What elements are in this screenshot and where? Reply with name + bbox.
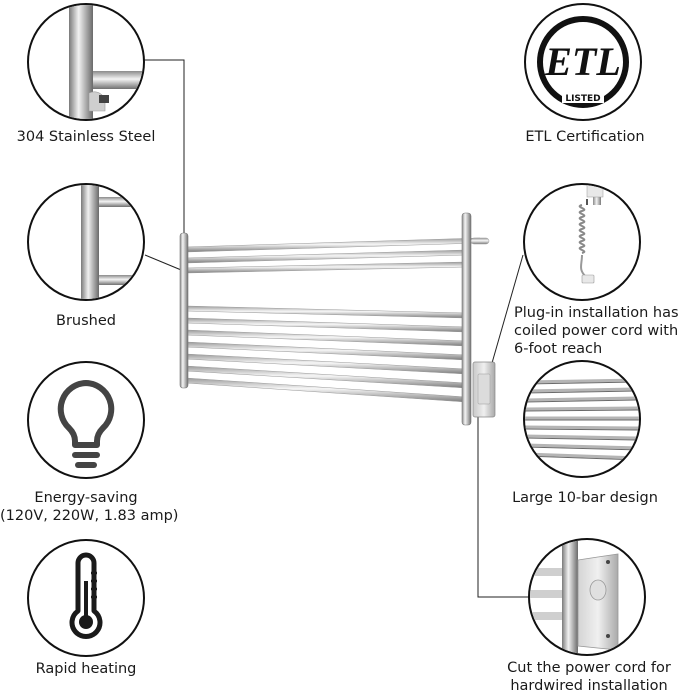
junction-box-plate [477, 373, 491, 405]
ten-bar-label: Large 10-bar design [512, 490, 658, 506]
brushed-circle [27, 183, 145, 301]
bar-3 [185, 261, 467, 274]
brushed-label: Brushed [56, 313, 116, 329]
lightbulb-icon [57, 380, 115, 468]
plugin-label-line1: Plug-in installation has [514, 305, 679, 321]
etl-logo-subtext: LISTED [565, 94, 600, 104]
plugin-circle [523, 183, 641, 301]
energy-saving-circle [27, 361, 145, 479]
energy-saving-label: Energy-saving (120V, 220W, 1.83 amp) [0, 489, 179, 525]
bar-4 [185, 305, 467, 319]
bar-2 [185, 249, 467, 264]
plugin-label: Plug-in installation has coiled power co… [514, 304, 679, 358]
energy-saving-label-line1: Energy-saving [34, 490, 138, 506]
thermometer-icon [69, 552, 103, 639]
energy-saving-label-line2: (120V, 220W, 1.83 amp) [0, 508, 179, 524]
bar-5 [185, 317, 467, 333]
plugin-label-line3: 6-foot reach [514, 341, 603, 357]
horizontal-bars [185, 237, 481, 403]
bar-1 [185, 237, 481, 253]
etl-circle: ETL LISTED [524, 3, 642, 121]
left-upright [179, 232, 189, 389]
etl-label: ETL Certification [525, 129, 645, 145]
coiled-cord-icon [578, 185, 604, 284]
stainless-steel-label: 304 Stainless Steel [16, 129, 156, 145]
right-upright [461, 212, 472, 426]
hardwire-circle [528, 538, 646, 656]
steel-tube-closeup-icon [69, 5, 143, 119]
ten-bar-circle [523, 360, 641, 478]
ten-bar-closeup-icon [525, 378, 639, 461]
plugin-label-line2: coiled power cord with [514, 323, 679, 339]
etl-logo-text: ETL [544, 39, 621, 84]
wall-mount-closeup-icon [530, 540, 619, 654]
rapid-heating-circle [27, 539, 145, 657]
rapid-heating-label: Rapid heating [35, 661, 137, 677]
etl-listed-logo: ETL LISTED [537, 16, 629, 108]
stainless-steel-circle [27, 3, 145, 121]
hardwire-label: Cut the power cord for hardwired install… [500, 659, 678, 695]
hardwire-label-line1: Cut the power cord for [507, 660, 671, 676]
brushed-bar-closeup-icon [81, 185, 143, 299]
bar-6 [185, 329, 467, 347]
hardwire-label-line2: hardwired installation [510, 678, 668, 694]
bar-end-cap [470, 237, 490, 245]
